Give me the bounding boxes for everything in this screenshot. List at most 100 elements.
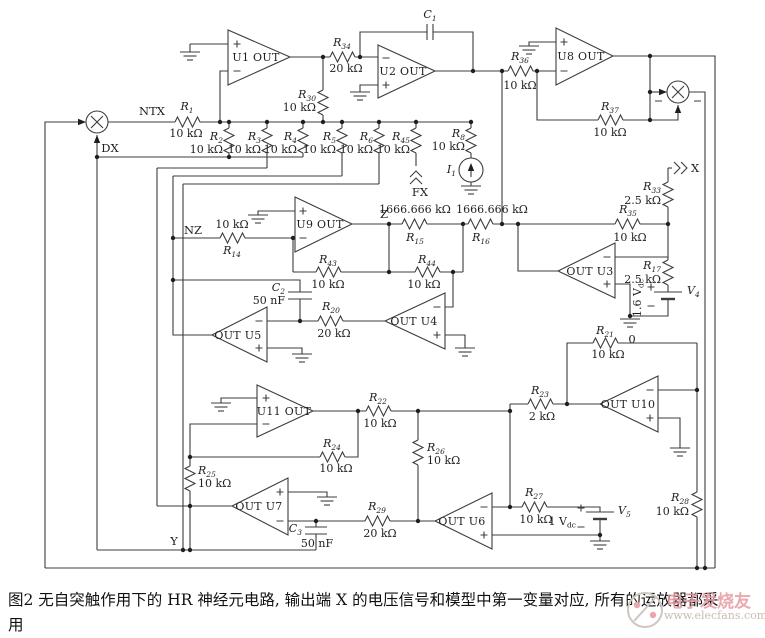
- opamp-u2-label: U2 OUT: [379, 65, 427, 78]
- net-labels: NTX DX NZ Z Y 0: [101, 104, 635, 548]
- svg-text:R24: R24: [322, 437, 341, 452]
- svg-text:R33: R33: [642, 180, 661, 195]
- label-net-y: Y: [169, 534, 178, 548]
- svg-text:C2: C2: [272, 281, 285, 296]
- opamp-u8: U8 OUT: [555, 27, 615, 86]
- label-net-ntx: NTX: [139, 104, 166, 118]
- svg-text:R26: R26: [426, 441, 445, 456]
- svg-text:R27: R27: [524, 486, 543, 501]
- svg-text:R4: R4: [283, 130, 297, 145]
- opamp-u10: OUT U10: [598, 375, 659, 433]
- svg-text:R23: R23: [530, 384, 549, 399]
- opamp-u5-label: OUT U5: [214, 329, 261, 342]
- svg-text:20 kΩ: 20 kΩ: [329, 62, 362, 75]
- svg-text:10 kΩ: 10 kΩ: [613, 231, 646, 244]
- opamp-u11-label: U11 OUT: [257, 405, 312, 418]
- svg-text:10 kΩ: 10 kΩ: [407, 278, 440, 291]
- svg-text:10 kΩ: 10 kΩ: [363, 417, 396, 430]
- label-v4: V4: [687, 284, 700, 299]
- svg-text:2 kΩ: 2 kΩ: [529, 410, 555, 423]
- svg-text:10 kΩ: 10 kΩ: [311, 278, 344, 291]
- svg-text:10 kΩ: 10 kΩ: [169, 127, 202, 140]
- svg-text:R17: R17: [642, 259, 661, 274]
- opamp-u4-label: OUT U4: [390, 315, 437, 328]
- battery-v5: V5 1 Vdc: [549, 504, 631, 530]
- label-net-z: Z: [380, 207, 388, 221]
- svg-text:R30: R30: [297, 88, 316, 103]
- caption-line1: 图2 无自突触作用下的 HR 神经元电路, 输出端 X 的电压信号和模型中第一变…: [8, 591, 719, 634]
- svg-text:1666.666 kΩ: 1666.666 kΩ: [379, 203, 451, 216]
- capacitor-c3: [305, 526, 327, 535]
- opamp-u9: U9 OUT: [294, 196, 354, 253]
- svg-text:10 kΩ: 10 kΩ: [591, 348, 624, 361]
- svg-text:R28: R28: [670, 491, 689, 506]
- svg-text:10 kΩ: 10 kΩ: [519, 513, 552, 526]
- svg-text:10 kΩ: 10 kΩ: [283, 101, 316, 114]
- svg-text:R36: R36: [510, 50, 529, 65]
- svg-text:10 kΩ: 10 kΩ: [377, 143, 410, 156]
- capacitor-c2: [288, 291, 312, 300]
- watermark-brand: 电子发烧友: [666, 592, 751, 612]
- opamp-u11: U11 OUT: [256, 384, 315, 438]
- opamp-u10-label: OUT U10: [601, 398, 656, 411]
- svg-text:R1: R1: [179, 100, 193, 115]
- opamps: U1 OUT U2 OUT U8 OUT U9 OUT OUT U3 OUT U…: [210, 27, 659, 550]
- terminal-fx: FX: [409, 170, 429, 199]
- label-net-dx: DX: [101, 141, 119, 155]
- opamp-u8-label: U8 OUT: [557, 50, 605, 63]
- svg-text:R14: R14: [222, 244, 241, 259]
- opamp-u7-label: OUT U7: [235, 500, 282, 513]
- svg-text:10 kΩ: 10 kΩ: [432, 140, 465, 153]
- svg-text:R25: R25: [197, 464, 216, 479]
- label-i1: I1: [446, 163, 456, 178]
- opamp-u7: OUT U7: [230, 477, 289, 536]
- svg-text:R21: R21: [595, 324, 614, 339]
- svg-text:10 kΩ: 10 kΩ: [319, 462, 352, 475]
- svg-text:10 kΩ: 10 kΩ: [228, 143, 261, 156]
- svg-text:2.5 kΩ: 2.5 kΩ: [624, 273, 661, 286]
- watermark: 电子发烧友 www.elecfans.com: [622, 585, 765, 635]
- svg-text:10 kΩ: 10 kΩ: [656, 505, 689, 518]
- component-labels: R1 10 kΩ R34 20 kΩ R30 10 kΩ C1 R36 10 k…: [169, 8, 689, 550]
- svg-text:20 kΩ: 20 kΩ: [317, 327, 350, 340]
- svg-text:R34: R34: [332, 36, 351, 51]
- svg-text:R20: R20: [321, 300, 340, 315]
- multiplier-2-icon: [655, 80, 701, 113]
- svg-text:10 kΩ: 10 kΩ: [264, 143, 297, 156]
- svg-text:R37: R37: [600, 100, 619, 115]
- label-net-fx: FX: [412, 185, 429, 199]
- svg-text:50 nF: 50 nF: [253, 294, 286, 307]
- opamp-u4: OUT U4: [383, 292, 446, 350]
- opamp-u2: U2 OUT: [377, 44, 437, 99]
- svg-text:R22: R22: [368, 391, 387, 406]
- circuit-schematic: U1 OUT U2 OUT U8 OUT U9 OUT OUT U3 OUT U…: [44, 8, 716, 571]
- svg-text:10 kΩ: 10 kΩ: [593, 126, 626, 139]
- svg-text:R3: R3: [247, 130, 261, 145]
- label-v5-value: 1 Vdc: [549, 515, 576, 530]
- svg-text:10 kΩ: 10 kΩ: [503, 79, 536, 92]
- label-net-zero: 0: [628, 332, 635, 346]
- svg-text:R45: R45: [391, 130, 410, 145]
- opamp-u3-label: OUT U3: [566, 265, 613, 278]
- svg-text:R5: R5: [322, 130, 336, 145]
- svg-text:R43: R43: [318, 253, 337, 268]
- svg-text:R29: R29: [367, 500, 386, 515]
- label-v4-value: 1.6 Vdc: [631, 279, 646, 317]
- svg-text:10 kΩ: 10 kΩ: [190, 143, 223, 156]
- svg-text:10 kΩ: 10 kΩ: [340, 143, 373, 156]
- opamp-u3: OUT U3: [556, 242, 616, 299]
- svg-text:1666.666 kΩ: 1666.666 kΩ: [456, 203, 528, 216]
- opamp-u1-label: U1 OUT: [232, 51, 280, 64]
- svg-text:50 nF: 50 nF: [301, 537, 334, 550]
- terminal-x: X: [673, 161, 700, 175]
- label-v5: V5: [618, 504, 631, 519]
- svg-text:C3: C3: [289, 522, 302, 537]
- opamp-u6: OUT U6: [433, 492, 493, 550]
- elecfans-logo-icon: [627, 592, 663, 628]
- svg-text:10 kΩ: 10 kΩ: [198, 477, 231, 490]
- battery-v4: V4 1.6 Vdc: [631, 279, 700, 317]
- svg-text:20 kΩ: 20 kΩ: [363, 527, 396, 540]
- svg-text:R44: R44: [417, 253, 436, 268]
- svg-text:R15: R15: [405, 231, 424, 246]
